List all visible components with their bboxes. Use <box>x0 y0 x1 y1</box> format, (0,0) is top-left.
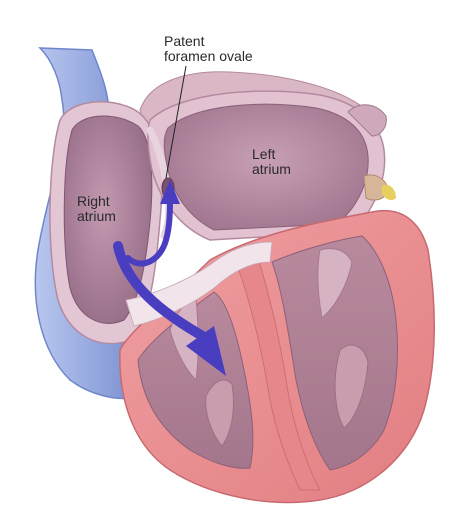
label-left-atrium-line1: Left <box>252 147 291 162</box>
label-left-atrium-line2: atrium <box>252 162 291 177</box>
label-left-atrium: Left atrium <box>252 147 291 177</box>
label-right-atrium-line1: Right <box>77 194 116 209</box>
label-patent-foramen-ovale-line2: foramen ovale <box>164 49 253 64</box>
label-right-atrium-line2: atrium <box>77 209 116 224</box>
epicardial-fat <box>382 185 396 200</box>
label-right-atrium: Right atrium <box>77 194 116 224</box>
label-patent-foramen-ovale-line1: Patent <box>164 34 253 49</box>
label-patent-foramen-ovale: Patent foramen ovale <box>164 34 253 64</box>
